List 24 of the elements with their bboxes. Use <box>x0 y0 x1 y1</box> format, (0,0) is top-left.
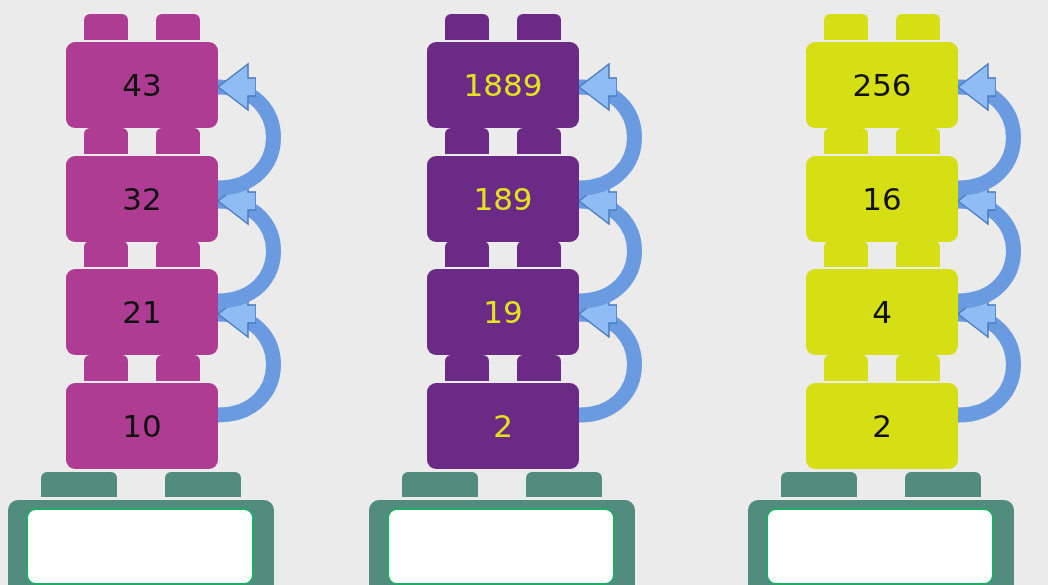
brick <box>806 269 958 355</box>
number-label: 1889 <box>463 67 543 103</box>
number-label: 256 <box>852 67 912 103</box>
number-label: 21 <box>122 294 162 330</box>
number-label: 189 <box>473 181 533 217</box>
brick <box>806 156 958 242</box>
brick <box>427 269 579 355</box>
brick <box>806 383 958 469</box>
brick <box>427 383 579 469</box>
brick <box>427 156 579 242</box>
number-label: 19 <box>483 294 523 330</box>
number-label: 4 <box>872 294 892 330</box>
number-label: 10 <box>122 408 162 444</box>
brick <box>66 42 218 128</box>
brick <box>66 269 218 355</box>
number-label: 43 <box>122 67 162 103</box>
brick <box>66 383 218 469</box>
number-label: 16 <box>862 181 902 217</box>
number-label: 32 <box>122 181 162 217</box>
brick <box>66 156 218 242</box>
brick <box>806 42 958 128</box>
number-label: 2 <box>872 408 892 444</box>
brick <box>427 42 579 128</box>
number-label: 2 <box>493 408 513 444</box>
